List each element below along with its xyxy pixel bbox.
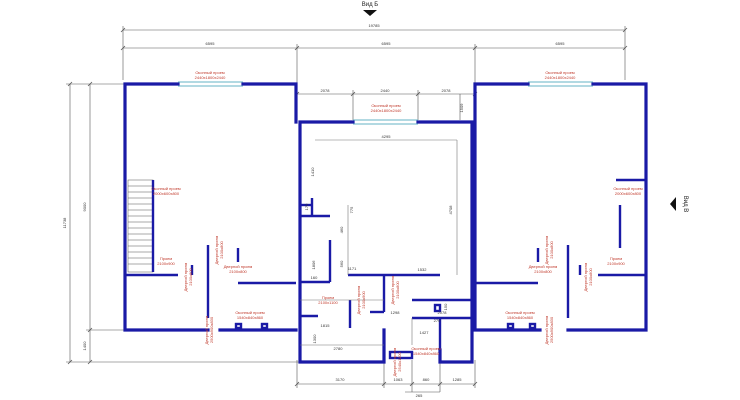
dim-2780: 2780 — [334, 346, 344, 351]
dim-bottom-1285: 1285 — [453, 377, 463, 382]
label-window-left-stair-1: Оконный проем — [151, 186, 181, 191]
dim-top-mid: 2440 — [381, 88, 391, 93]
dim-overall: 19785 — [368, 23, 380, 28]
label-door-left-4a: Дверной проем — [224, 264, 253, 269]
dim-1532: 1532 — [418, 267, 428, 272]
dim-bottom-3170: 3170 — [336, 377, 346, 382]
label-door-left-bottom-2: 2500x900x830 — [209, 316, 214, 343]
dim-775: 775 — [349, 206, 354, 213]
label-door-center-3a: Дверной проем — [390, 275, 395, 304]
view-marker-right: Вид В — [670, 196, 688, 213]
label-door-center-bottom-1: Дверной проем — [392, 347, 397, 376]
label-window-top-right-1: Оконный проем — [545, 70, 575, 75]
labels-left: Оконный проем 2440x1800x2440 Оконный про… — [151, 70, 265, 344]
label-door-center-2b: 2100x900 — [361, 290, 366, 308]
label-window-center-2: 2440x1800x2440 — [371, 108, 402, 113]
label-window-right-stair-1: Оконный проем — [613, 186, 643, 191]
label-door-right-1a: Дверной проем — [529, 264, 558, 269]
label-door-center-bottom-2: 2540x1100 — [397, 351, 402, 371]
label-door-left-3b: 2100x800 — [219, 240, 224, 258]
label-door-right-4a: Дверной проем — [583, 262, 588, 291]
label-door-center-1a: Проем — [322, 295, 335, 300]
dim-1815: 1815 — [321, 323, 331, 328]
view-marker-top-label: Вид Б — [362, 2, 379, 8]
label-window-top-left-2: 2440x1800x2440 — [195, 75, 226, 80]
label-door-left-1b: 2100x900 — [157, 261, 175, 266]
dim-4708: 4708 — [448, 205, 453, 215]
dim-1410: 1410 — [310, 167, 315, 177]
label-door-center-3b: 2100x800 — [395, 280, 400, 298]
dim-center-wing: 6595 — [382, 41, 392, 46]
label-door-center-2a: Дверной проем — [356, 285, 361, 314]
view-marker-top: Вид Б — [362, 2, 379, 16]
dim-1427: 1427 — [420, 330, 430, 335]
label-window-top-right-2: 2440x1800x2440 — [545, 75, 576, 80]
label-door-right-2a: Дверной проем — [544, 235, 549, 264]
dim-460: 460 — [339, 226, 344, 233]
dim-160: 160 — [311, 275, 318, 280]
label-window-left-bottom-1: Оконный проем — [235, 310, 265, 315]
label-window-right-stair-2: 2000x600x800 — [615, 191, 642, 196]
label-door-right-2b: 2100x800 — [549, 240, 554, 258]
top-dimensions: 19785 6595 6595 6595 2078 2440 2078 1509 — [120, 23, 628, 120]
bottom-dimensions: 3170 1063 860 1285 265 — [294, 360, 478, 398]
dim-top-small: 1509 — [459, 103, 464, 113]
label-door-right-bottom-2: 2500x900x830 — [549, 316, 554, 343]
dim-inner-width: 4295 — [382, 134, 392, 139]
dim-150: 150 — [443, 303, 448, 310]
label-window-center-bottom-2: 1540x840x860 — [413, 351, 440, 356]
label-window-left-stair-2: 2000x600x800 — [153, 191, 180, 196]
dim-270: 270 — [434, 318, 441, 323]
dim-2078: 2078 — [438, 310, 448, 315]
label-door-left-bottom-1: Дверной проем — [204, 315, 209, 344]
label-window-top-left-1: Оконный проем — [195, 70, 225, 75]
label-door-right-3b: 2100x900 — [607, 261, 625, 266]
dim-bottom-265: 265 — [416, 393, 423, 398]
dim-top-left-offset: 2078 — [321, 88, 331, 93]
stair — [127, 179, 155, 273]
center-block: 4295 1410 170 775 4708 460 1806 560 1171… — [298, 119, 474, 364]
label-window-right-bottom-1: Оконный проем — [505, 310, 535, 315]
label-window-right-bottom-2: 1540x840x860 — [507, 315, 534, 320]
dim-left-height-main: 9000 — [82, 202, 87, 212]
dim-1171: 1171 — [348, 266, 357, 271]
labels-center: Оконный проем 2440x1800x2440 Проем 2100x… — [318, 103, 441, 376]
label-door-left-2a: Дверной проем — [183, 262, 188, 291]
label-window-center-bottom-1: Оконный проем — [411, 346, 441, 351]
labels-right: Оконный проем 2440x1800x2440 Дверной про… — [505, 70, 643, 344]
label-door-right-4b: 2100x800 — [588, 267, 593, 285]
label-door-right-bottom-1: Дверной проем — [544, 315, 549, 344]
dim-1806: 1806 — [311, 260, 316, 270]
dim-bottom-1063: 1063 — [394, 377, 404, 382]
dim-170: 170 — [304, 203, 309, 210]
dim-560: 560 — [339, 260, 344, 267]
left-wing — [123, 81, 298, 332]
dim-1300: 1300 — [312, 334, 317, 344]
label-door-left-1a: Проем — [160, 256, 173, 261]
dim-left-wing: 6595 — [206, 41, 216, 46]
dim-bottom-860: 860 — [423, 377, 430, 382]
dim-left-height-total: 11738 — [62, 217, 67, 229]
right-wing — [473, 81, 648, 332]
dim-top-right-offset: 2078 — [442, 88, 452, 93]
dim-left-height-lower: 1400 — [82, 341, 87, 351]
label-door-left-3a: Дверной проем — [214, 235, 219, 264]
label-door-left-4b: 2100x800 — [229, 269, 247, 274]
label-door-right-3a: Проем — [610, 256, 623, 261]
label-window-center-1: Оконный проем — [371, 103, 401, 108]
label-door-right-1b: 2100x800 — [534, 269, 552, 274]
label-door-center-1b: 2100x1100 — [318, 300, 338, 305]
dim-right-wing: 6595 — [556, 41, 566, 46]
left-dimensions: 11738 9000 1400 — [62, 81, 300, 365]
view-marker-right-label: Вид В — [682, 196, 688, 213]
dim-1298: 1298 — [391, 310, 401, 315]
label-window-left-bottom-2: 1540x840x860 — [237, 315, 264, 320]
label-door-left-2b: 2100x800 — [188, 267, 193, 285]
